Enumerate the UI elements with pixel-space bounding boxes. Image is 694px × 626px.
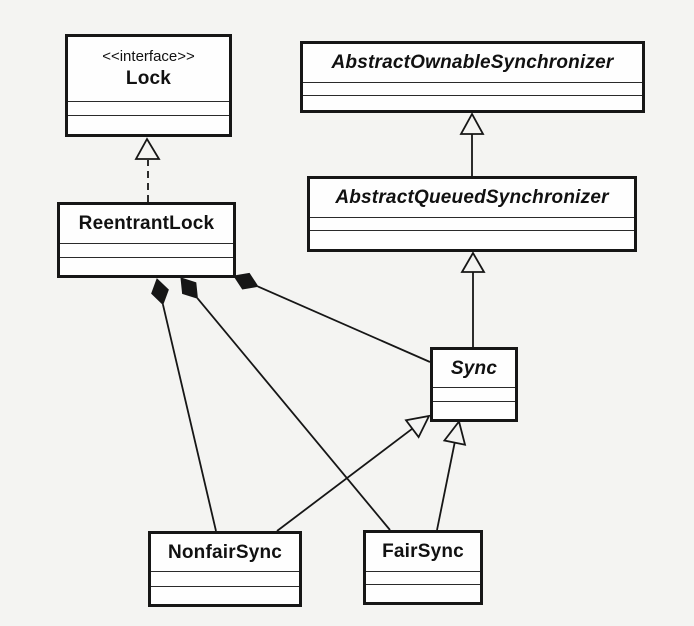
methods-compartment xyxy=(310,230,634,249)
hollow-triangle-arrowhead xyxy=(460,251,486,273)
class-box-sync: Sync xyxy=(430,347,518,422)
hollow-triangle-arrowhead xyxy=(404,414,431,439)
class-name: Lock xyxy=(125,68,172,90)
attributes-compartment xyxy=(433,387,515,401)
class-title-abstractownablesynchronizer: AbstractOwnableSynchronizer xyxy=(303,44,642,82)
class-title-abstractqueuedsynchronizer: AbstractQueuedSynchronizer xyxy=(310,179,634,217)
filled-diamond xyxy=(180,277,198,299)
methods-compartment xyxy=(60,257,233,275)
class-box-abstractownablesynchronizer: AbstractOwnableSynchronizer xyxy=(300,41,645,113)
class-name: FairSync xyxy=(382,541,464,563)
edge-generalization-nonfairsync-sync xyxy=(276,414,431,532)
class-title-reentrantlock: ReentrantLock xyxy=(60,205,233,243)
edge-realization-reentrantlock-lock xyxy=(134,137,161,202)
methods-compartment xyxy=(303,95,642,110)
class-name: AbstractQueuedSynchronizer xyxy=(335,187,609,209)
class-name: NonfairSync xyxy=(167,541,283,563)
class-box-nonfairsync: NonfairSync xyxy=(148,531,302,607)
class-title-nonfairsync: NonfairSync xyxy=(151,534,299,571)
methods-compartment xyxy=(151,586,299,604)
edge-composition-reentrantlock-sync xyxy=(233,272,431,363)
methods-compartment xyxy=(366,584,480,602)
attributes-compartment xyxy=(68,101,229,115)
class-name: ReentrantLock xyxy=(78,213,215,235)
attributes-compartment xyxy=(310,217,634,230)
class-name: AbstractOwnableSynchronizer xyxy=(331,52,614,74)
stereotype-label: <<interface>> xyxy=(102,47,195,65)
attributes-compartment xyxy=(303,82,642,95)
attributes-compartment xyxy=(60,243,233,257)
class-box-abstractqueuedsynchronizer: AbstractQueuedSynchronizer xyxy=(307,176,637,252)
edge-generalization-aqs-aos xyxy=(459,112,485,176)
edge-composition-reentrantlock-nonfairsync xyxy=(151,278,217,532)
attributes-compartment xyxy=(151,571,299,586)
class-box-reentrantlock: ReentrantLock xyxy=(57,202,236,278)
class-title-fairsync: FairSync xyxy=(366,533,480,571)
methods-compartment xyxy=(68,115,229,134)
class-name: Sync xyxy=(450,357,498,379)
class-box-lock: <<interface>> Lock xyxy=(65,34,232,137)
methods-compartment xyxy=(433,401,515,419)
edge-generalization-fairsync-sync xyxy=(436,419,467,531)
filled-diamond xyxy=(151,278,169,306)
hollow-triangle-arrowhead xyxy=(134,137,161,160)
class-box-fairsync: FairSync xyxy=(363,530,483,605)
edge-composition-reentrantlock-fairsync xyxy=(180,277,391,531)
attributes-compartment xyxy=(366,571,480,584)
class-title-sync: Sync xyxy=(433,350,515,387)
hollow-triangle-arrowhead xyxy=(459,112,485,135)
hollow-triangle-arrowhead xyxy=(442,419,467,446)
edge-generalization-sync-aqs xyxy=(460,251,486,347)
class-title-lock: <<interface>> Lock xyxy=(68,37,229,101)
filled-diamond xyxy=(233,272,259,290)
